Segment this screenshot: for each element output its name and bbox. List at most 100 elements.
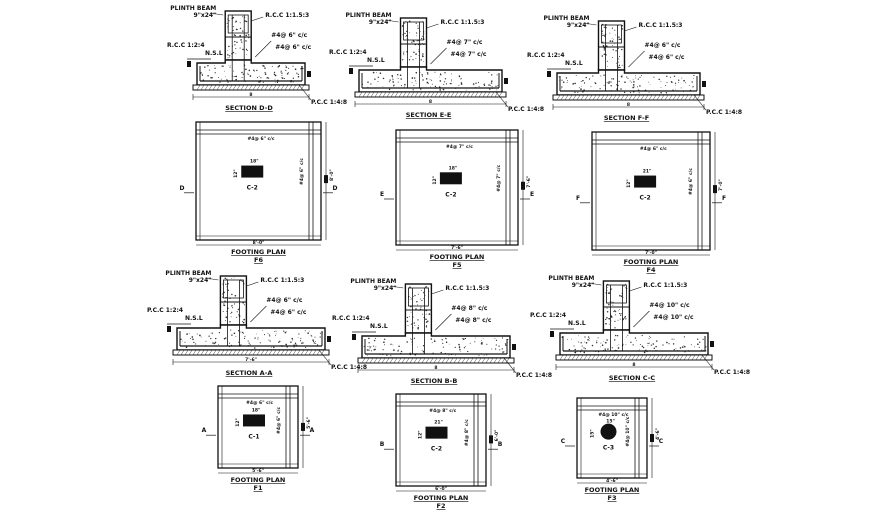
aggregate-dot: [608, 82, 610, 84]
aggregate-dot: [264, 73, 267, 75]
pcc-hatch: [497, 357, 502, 364]
depth-marker: [327, 336, 331, 342]
aggregate-dot: [491, 74, 493, 76]
aggregate-dot: [462, 338, 465, 340]
pcc-hatch: [370, 91, 375, 98]
aggregate-dot: [694, 346, 696, 348]
column-rectangular: [425, 426, 448, 439]
aggregate-dot: [426, 325, 428, 327]
aggregate-dot: [230, 313, 232, 314]
aggregate-dot: [229, 321, 231, 323]
aggregate-dot: [606, 316, 608, 319]
aggregate-dot: [412, 89, 414, 91]
aggregate-dot: [416, 35, 418, 37]
column-circular: [600, 423, 617, 440]
pcc-bed: [172, 349, 330, 356]
pcc-hatch: [579, 354, 584, 361]
aggregate-dot: [459, 351, 461, 352]
pcc-hatch: [374, 91, 379, 98]
aggregate-dot: [192, 338, 194, 341]
plinth-beam-outline: [403, 21, 424, 41]
aggregate-dot: [223, 303, 225, 305]
aggregate-dot: [683, 79, 685, 82]
aggregate-dot: [235, 335, 237, 337]
pcc-hatch: [628, 94, 633, 101]
aggregate-dot: [609, 40, 612, 42]
pcc-hatch: [695, 354, 700, 361]
aggregate-dot: [232, 29, 234, 32]
aggregate-dot: [427, 320, 429, 323]
aggregate-dot: [248, 69, 251, 72]
aggregate-dot: [642, 346, 645, 349]
aggregate-dot: [448, 343, 450, 345]
section-cut-letter: B: [498, 441, 503, 448]
leader-line: [503, 357, 517, 374]
footing-width-dim: 4'-6": [606, 478, 618, 484]
aggregate-dot: [280, 70, 282, 72]
aggregate-dot: [274, 74, 277, 77]
aggregate-dot: [191, 336, 194, 338]
aggregate-dot: [232, 51, 235, 54]
aggregate-dot: [610, 81, 612, 83]
pcc-hatch: [572, 94, 577, 101]
aggregate-dot: [234, 294, 237, 297]
aggregate-dot: [425, 77, 428, 80]
leader-line: [251, 16, 264, 22]
aggregate-dot: [189, 333, 190, 334]
aggregate-dot: [583, 351, 586, 354]
leader-line: [701, 354, 715, 371]
aggregate-dot: [567, 80, 568, 82]
aggregate-dot: [491, 348, 493, 350]
aggregate-dot: [391, 76, 394, 78]
aggregate-dot: [481, 340, 482, 341]
aggregate-dot: [234, 40, 236, 43]
aggregate-dot: [691, 81, 693, 83]
aggregate-dot: [297, 73, 299, 76]
pcc-hatch: [454, 91, 459, 98]
aggregate-dot: [278, 65, 280, 68]
aggregate-dot: [561, 86, 563, 88]
aggregate-dot: [587, 338, 589, 341]
aggregate-dot: [314, 336, 316, 338]
aggregate-dot: [214, 72, 216, 74]
pcc-hatch: [409, 357, 414, 364]
aggregate-dot: [624, 81, 626, 83]
aggregate-dot: [692, 74, 694, 76]
aggregate-dot: [195, 343, 197, 345]
aggregate-dot: [460, 78, 462, 80]
aggregate-dot: [603, 74, 605, 76]
aggregate-dot: [426, 72, 429, 74]
aggregate-dot: [634, 75, 636, 77]
rcc-column-mix-label: R.C.C 1:1.5:3: [260, 277, 304, 284]
aggregate-dot: [666, 81, 668, 84]
aggregate-dot: [443, 81, 446, 83]
aggregate-dot: [275, 330, 277, 332]
pcc-hatch: [410, 91, 415, 98]
aggregate-dot: [233, 34, 236, 36]
section-title: SECTION F-F: [604, 114, 649, 122]
aggregate-dot: [240, 39, 242, 41]
pcc-hatch: [414, 91, 419, 98]
aggregate-dot: [225, 320, 227, 322]
rcc-column-mix-label: R.C.C 1:1.5:3: [265, 12, 309, 19]
aggregate-dot: [632, 344, 634, 346]
aggregate-dot: [235, 20, 238, 23]
aggregate-dot: [681, 77, 683, 79]
aggregate-dot: [274, 78, 276, 80]
aggregate-dot: [702, 338, 704, 340]
plinth-beam-label: PLINTH BEAM: [350, 278, 396, 285]
aggregate-dot: [241, 331, 244, 334]
plinth-beam-size: 9"x24": [567, 22, 590, 29]
nsl-label: N.S.L: [185, 315, 203, 322]
aggregate-dot: [421, 349, 423, 351]
nsl-marker: [352, 334, 356, 340]
leader-line: [431, 289, 444, 295]
aggregate-dot: [606, 307, 608, 309]
aggregate-dot: [434, 71, 436, 73]
aggregate-dot: [382, 349, 384, 351]
pcc-mix-label: P.C.C 1:4:8: [516, 372, 552, 379]
aggregate-dot: [618, 344, 620, 345]
aggregate-dot: [363, 346, 365, 348]
aggregate-dot: [623, 91, 626, 94]
column-rectangular: [241, 165, 264, 178]
